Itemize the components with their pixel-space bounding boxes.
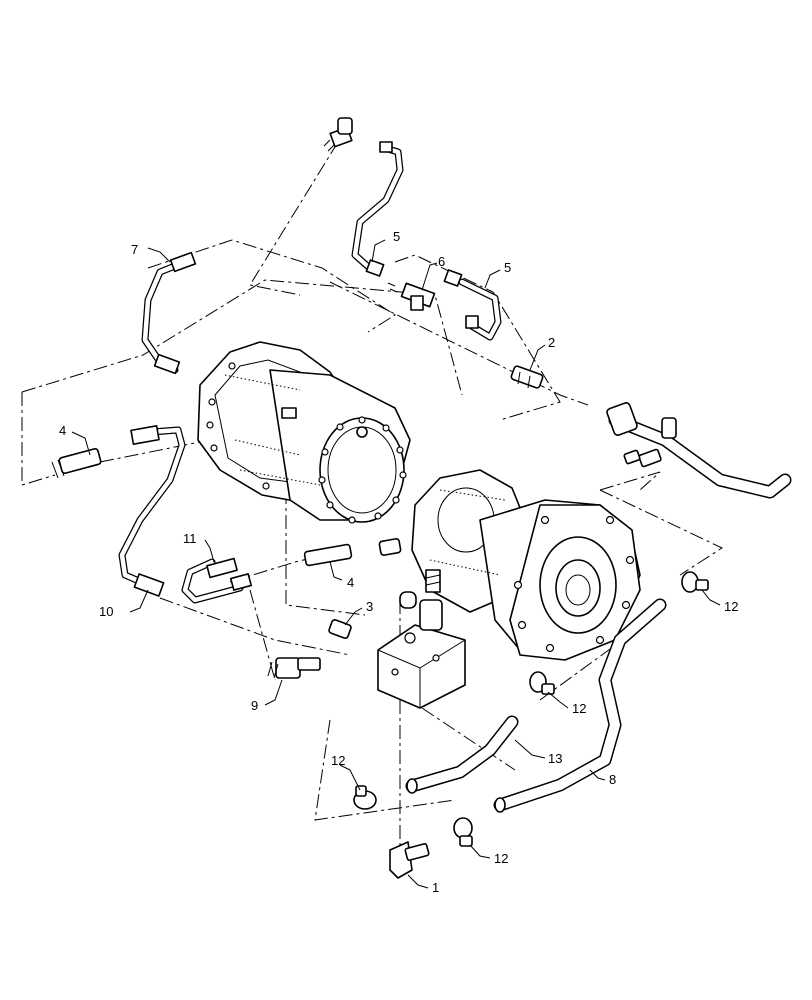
callout-labels: 7 5 6 5 2 4 11 10 4 3 9 12 12 12 13 8 12… xyxy=(59,229,738,895)
fitting-3 xyxy=(328,619,352,639)
callout-5-right: 5 xyxy=(504,260,511,275)
elbow-fitting-1 xyxy=(389,841,430,879)
callout-2: 2 xyxy=(548,335,555,350)
fitting-4-left xyxy=(51,447,102,479)
tube-10 xyxy=(118,425,186,597)
hose-13 xyxy=(405,715,519,794)
tube-5-upper xyxy=(351,141,404,277)
callout-13: 13 xyxy=(548,751,562,766)
fitting-2 xyxy=(510,365,544,389)
left-drive-motor xyxy=(197,341,411,524)
callout-12-middle: 12 xyxy=(572,701,586,716)
right-motor-flange-holes xyxy=(513,515,635,653)
callout-3: 3 xyxy=(366,599,373,614)
clamp-12-lower-left xyxy=(353,785,377,810)
right-drive-motor xyxy=(411,469,641,661)
callout-12-lower: 12 xyxy=(494,851,508,866)
clamp-12-lower xyxy=(453,817,473,847)
callout-10: 10 xyxy=(99,604,113,619)
elbow-fitting-9 xyxy=(267,657,321,679)
hose-8 xyxy=(493,598,667,813)
callout-5-upper: 5 xyxy=(393,229,400,244)
callout-11: 11 xyxy=(183,531,197,546)
callout-8: 8 xyxy=(609,772,616,787)
left-motor-cover-bolts xyxy=(318,416,407,524)
callout-12-right: 12 xyxy=(724,599,738,614)
callout-4-center: 4 xyxy=(347,575,354,590)
pipe-assembly-top-right xyxy=(606,402,792,499)
tube-5-right xyxy=(443,269,502,341)
tube-7 xyxy=(141,251,197,375)
elbow-fitting-top xyxy=(323,117,353,152)
clamp-12-middle xyxy=(529,671,555,695)
tee-fitting-6 xyxy=(387,282,436,311)
callout-4-left: 4 xyxy=(59,423,66,438)
callout-7: 7 xyxy=(131,242,138,257)
clamp-12-right xyxy=(681,571,709,593)
callout-1: 1 xyxy=(432,880,439,895)
callout-9: 9 xyxy=(251,698,258,713)
valve-block xyxy=(377,569,466,709)
callout-6: 6 xyxy=(438,254,445,269)
tube-11 xyxy=(181,557,253,604)
fitting-4-center xyxy=(303,538,402,567)
callout-12-lower-left: 12 xyxy=(331,753,345,768)
callout-leaders xyxy=(71,239,721,889)
